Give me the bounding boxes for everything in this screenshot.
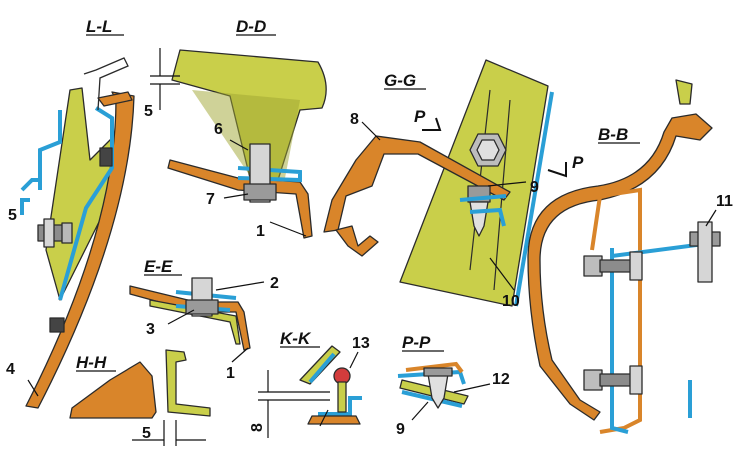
- ll-orange-pillar: [25, 91, 135, 409]
- title-hh: H-H: [76, 353, 107, 372]
- kk-blue-frame: [308, 352, 362, 416]
- callout-8: 8: [350, 111, 359, 128]
- dim-hh-gap: 5: [142, 425, 151, 442]
- title-dd: D-D: [236, 17, 266, 36]
- ll-blue-tab: [20, 198, 30, 215]
- callout-4: 4: [6, 361, 15, 378]
- callout-numbers: 1 1 2 3 4 5 6 7 8 9 9 10 11 12 13: [6, 111, 733, 438]
- section-titles: L-L D-D G-G B-B E-E H-H K-K P-P: [76, 17, 640, 372]
- kk-orange-frame: [307, 415, 361, 425]
- dimension-labels: 5 5 8: [142, 103, 266, 442]
- dim-kk-gap: 8: [249, 423, 266, 432]
- callout-5: 5: [8, 207, 17, 224]
- callout-6: 6: [214, 121, 223, 138]
- gg-p-marker-1: [422, 117, 442, 131]
- section-pp: [397, 361, 491, 421]
- callout-7: 7: [206, 191, 215, 208]
- bb-nut-11: [689, 221, 721, 283]
- bb-orange-inner: [590, 187, 642, 434]
- title-gg: G-G: [384, 71, 416, 90]
- callout-11: 11: [716, 193, 733, 210]
- title-ee: E-E: [144, 257, 173, 276]
- dim-dd-gap: 5: [144, 103, 153, 120]
- callout-1b: 1: [226, 365, 235, 382]
- ll-bolt: [37, 218, 73, 248]
- pp-orange-clip: [405, 361, 464, 374]
- hh-yellow-strip: [165, 349, 211, 417]
- ll-top-flange: [83, 57, 129, 111]
- hh-orange-block: [69, 361, 157, 419]
- callout-2: 2: [270, 275, 279, 292]
- section-gg: [323, 59, 567, 307]
- bb-yellow-top: [675, 79, 693, 105]
- view-markers: P P: [414, 107, 584, 172]
- section-dd: [150, 48, 327, 239]
- section-ee: [129, 277, 265, 363]
- section-hh: [69, 349, 211, 446]
- bb-bolt-top: [583, 251, 643, 281]
- gg-blue-edge: [514, 91, 554, 307]
- ll-orange-top: [97, 91, 133, 107]
- gg-blue-clip: [459, 194, 507, 227]
- callout-9b: 9: [396, 421, 405, 438]
- ll-washer-top: [99, 147, 113, 167]
- section-bb: [527, 79, 721, 434]
- gg-orange-panel: [323, 135, 511, 233]
- dd-funnel-shade: [192, 90, 300, 178]
- title-kk: K-K: [280, 329, 312, 348]
- view-marker-p1: P: [414, 107, 426, 126]
- pp-fastener: [423, 367, 453, 409]
- title-ll: L-L: [86, 17, 112, 36]
- callout-13: 13: [352, 335, 370, 352]
- callout-9a: 9: [530, 179, 539, 196]
- section-ll: [20, 57, 135, 409]
- ll-washer-bottom: [49, 317, 65, 333]
- ll-blue-bracket: [20, 106, 114, 301]
- bb-orange-body: [527, 113, 713, 421]
- view-marker-p2: P: [572, 153, 584, 172]
- kk-yellow-edge: [299, 345, 341, 385]
- callout-10: 10: [502, 293, 520, 310]
- callout-3: 3: [146, 321, 155, 338]
- gg-orange-lower: [335, 225, 379, 257]
- callout-12: 12: [492, 371, 510, 388]
- title-bb: B-B: [598, 125, 628, 144]
- callout-1a: 1: [256, 223, 265, 240]
- gg-hex-nut: [469, 133, 507, 167]
- bb-bolt-bottom: [583, 365, 643, 395]
- dd-bolt: [243, 143, 277, 203]
- title-pp: P-P: [402, 333, 431, 352]
- section-kk: [258, 345, 362, 438]
- kk-pin: [333, 367, 351, 413]
- gg-p-marker-2: [547, 162, 567, 178]
